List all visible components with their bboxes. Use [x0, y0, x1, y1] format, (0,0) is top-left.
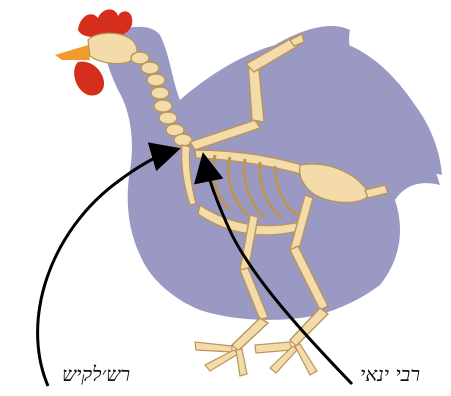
skull	[88, 33, 137, 63]
beak	[55, 45, 90, 60]
toes	[195, 342, 317, 376]
wattle	[74, 62, 104, 96]
label-resh-lakish: רש׳לקיש	[62, 362, 130, 387]
label-rabbi-yannai: רבי ינאי	[360, 362, 420, 387]
